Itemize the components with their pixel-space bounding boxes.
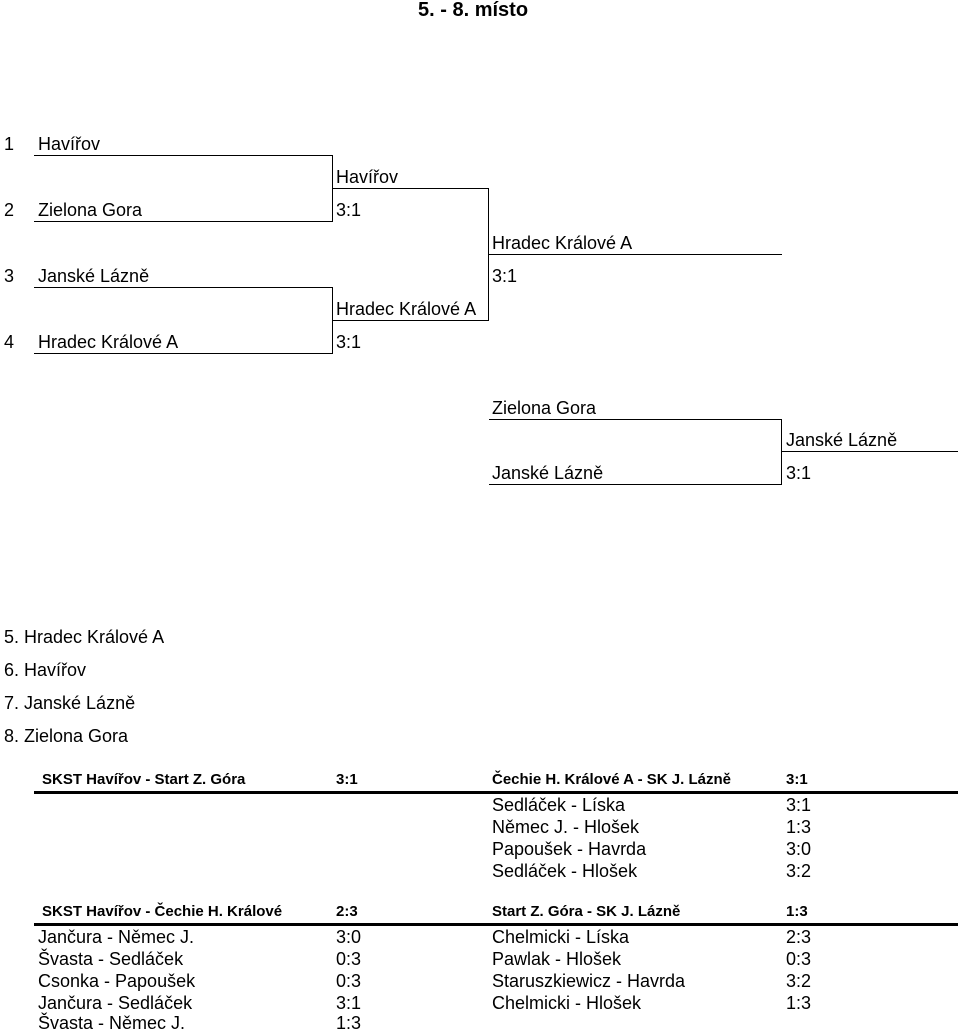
standing-item: 8. Zielona Gora bbox=[4, 726, 129, 746]
semi-winner: Hradec Králové A bbox=[336, 299, 477, 319]
third-winner: Janské Lázně bbox=[786, 430, 898, 450]
game-players: Papoušek - Havrda bbox=[492, 839, 647, 859]
final-score: 3:1 bbox=[492, 266, 518, 286]
seed-number: 2 bbox=[4, 200, 15, 220]
game-score: 3:2 bbox=[786, 971, 812, 991]
game-players: Pawlak - Hlošek bbox=[492, 949, 622, 969]
game-players: Němec J. - Hlošek bbox=[492, 817, 640, 837]
third-score: 3:1 bbox=[786, 463, 812, 483]
game-players: Švasta - Němec J. bbox=[38, 1013, 186, 1033]
standing-item: 6. Havířov bbox=[4, 660, 87, 680]
semi-score: 3:1 bbox=[336, 200, 362, 220]
game-score: 3:0 bbox=[786, 839, 812, 859]
bracket-line bbox=[782, 451, 958, 452]
semi-winner: Havířov bbox=[336, 167, 399, 187]
section-divider bbox=[34, 791, 958, 794]
game-players: Jančura - Němec J. bbox=[38, 927, 195, 947]
game-score: 0:3 bbox=[336, 971, 362, 991]
match-score: 1:3 bbox=[786, 903, 808, 920]
standing-item: 7. Janské Lázně bbox=[4, 693, 136, 713]
section-divider bbox=[34, 923, 958, 926]
game-players: Sedláček - Líska bbox=[492, 795, 626, 815]
bracket-connector bbox=[332, 155, 333, 221]
game-score: 3:1 bbox=[786, 795, 812, 815]
third-team-bottom: Janské Lázně bbox=[492, 463, 604, 483]
bracket-line bbox=[34, 221, 333, 222]
game-score: 3:2 bbox=[786, 861, 812, 881]
match-score: 3:1 bbox=[786, 771, 808, 788]
match-header: SKST Havířov - Čechie H. Králové bbox=[42, 903, 283, 920]
seed-team: Havířov bbox=[38, 134, 101, 154]
game-score: 1:3 bbox=[336, 1013, 362, 1033]
game-players: Staruszkiewicz - Havrda bbox=[492, 971, 686, 991]
semi-score: 3:1 bbox=[336, 332, 362, 352]
game-score: 0:3 bbox=[786, 949, 812, 969]
bracket-line bbox=[489, 419, 782, 420]
match-score: 2:3 bbox=[336, 903, 358, 920]
seed-team: Janské Lázně bbox=[38, 266, 150, 286]
match-score: 3:1 bbox=[336, 771, 358, 788]
bracket-connector bbox=[781, 419, 782, 484]
game-score: 0:3 bbox=[336, 949, 362, 969]
match-header: Čechie H. Králové A - SK J. Lázně bbox=[492, 771, 731, 788]
seed-number: 3 bbox=[4, 266, 15, 286]
bracket-line bbox=[489, 484, 782, 485]
final-winner: Hradec Králové A bbox=[492, 233, 633, 253]
seed-number: 1 bbox=[4, 134, 15, 154]
game-score: 3:0 bbox=[336, 927, 362, 947]
game-score: 1:3 bbox=[786, 993, 812, 1013]
bracket-connector bbox=[488, 188, 489, 320]
game-players: Švasta - Sedláček bbox=[38, 949, 184, 969]
game-score: 1:3 bbox=[786, 817, 812, 837]
match-header: Start Z. Góra - SK J. Lázně bbox=[492, 903, 681, 920]
bracket-line bbox=[34, 155, 333, 156]
game-players: Csonka - Papoušek bbox=[38, 971, 196, 991]
game-players: Sedláček - Hlošek bbox=[492, 861, 638, 881]
bracket-line bbox=[489, 254, 782, 255]
match-header: SKST Havířov - Start Z. Góra bbox=[42, 771, 246, 788]
page-title: 5. - 8. místo bbox=[418, 0, 529, 21]
game-score: 3:1 bbox=[336, 993, 362, 1013]
standing-item: 5. Hradec Králové A bbox=[4, 627, 165, 647]
seed-team: Zielona Gora bbox=[38, 200, 143, 220]
game-players: Jančura - Sedláček bbox=[38, 993, 193, 1013]
bracket-line bbox=[333, 188, 489, 189]
game-players: Chelmicki - Líska bbox=[492, 927, 630, 947]
bracket-line bbox=[34, 287, 333, 288]
bracket-connector bbox=[332, 287, 333, 353]
bracket-line bbox=[333, 320, 489, 321]
bracket-line bbox=[34, 353, 333, 354]
game-players: Chelmicki - Hlošek bbox=[492, 993, 642, 1013]
third-team-top: Zielona Gora bbox=[492, 398, 597, 418]
game-score: 2:3 bbox=[786, 927, 812, 947]
seed-number: 4 bbox=[4, 332, 15, 352]
seed-team: Hradec Králové A bbox=[38, 332, 179, 352]
